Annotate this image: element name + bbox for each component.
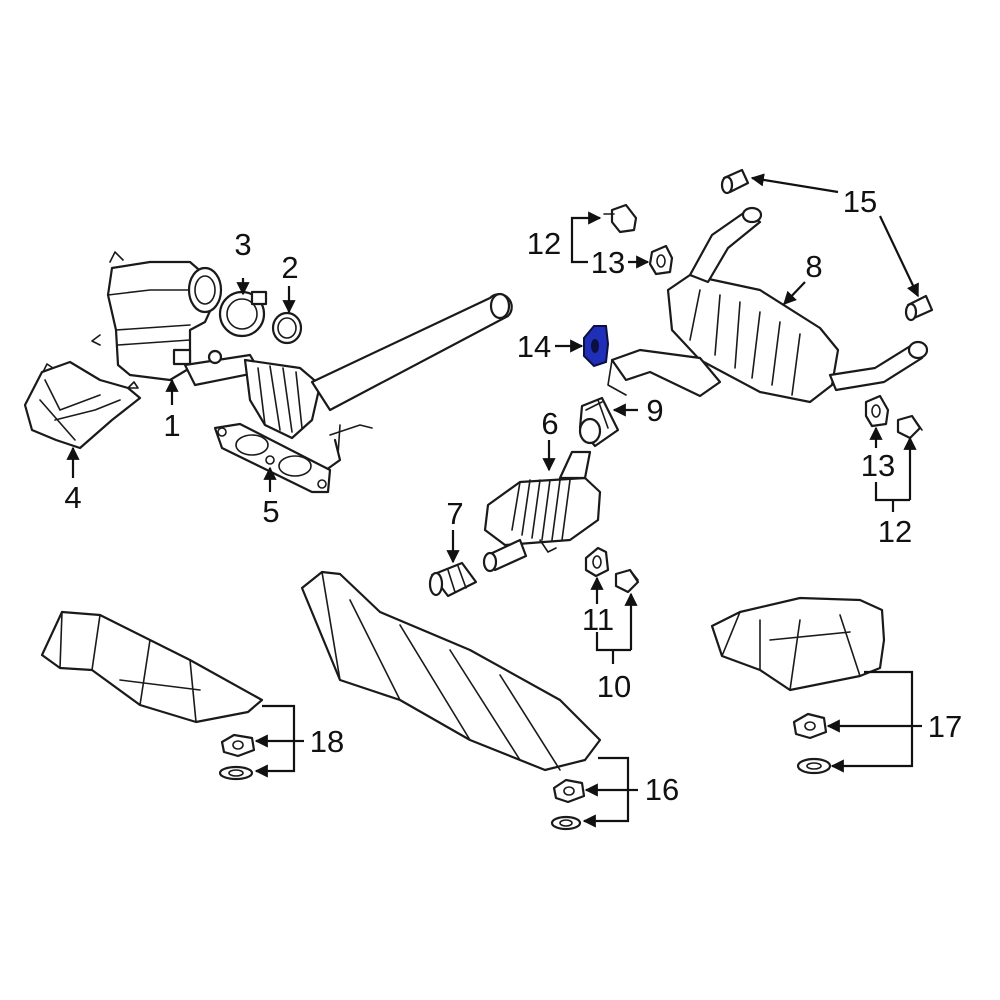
callout-3: 3: [234, 227, 251, 262]
part-2-gasket[interactable]: [271, 311, 303, 345]
part-4-heat-shield[interactable]: [23, 360, 142, 450]
part-17-rear-heat-shield[interactable]: [710, 596, 886, 692]
part-14-insulator-highlighted[interactable]: [583, 325, 610, 368]
part-8-rear-muffler[interactable]: [607, 206, 929, 404]
callout-12-right: 12: [878, 514, 912, 549]
part-13-insulator-top[interactable]: [648, 244, 674, 276]
callout-14: 14: [517, 329, 551, 364]
part-17-nut[interactable]: [792, 712, 828, 740]
callout-18: 18: [310, 724, 344, 759]
callout-15: 15: [843, 184, 877, 219]
callout-9: 9: [646, 393, 663, 428]
part-18-front-heat-shield[interactable]: [40, 610, 264, 724]
callout-8: 8: [805, 249, 822, 284]
part-12-bracket-right[interactable]: [896, 414, 923, 440]
callout-16: 16: [645, 772, 679, 807]
part-16-nut[interactable]: [552, 778, 586, 804]
part-9-connector-pipe[interactable]: [578, 396, 620, 448]
part-18-nut[interactable]: [220, 733, 256, 758]
part-6-center-muffler[interactable]: [482, 450, 602, 573]
part-16-washer[interactable]: [550, 815, 582, 831]
part-12-bracket-top[interactable]: [603, 203, 638, 234]
callout-12-top: 12: [527, 226, 561, 261]
part-18-washer[interactable]: [218, 765, 254, 781]
part-5-flange-gasket[interactable]: [213, 422, 332, 494]
callout-6: 6: [541, 406, 558, 441]
callout-13-right: 13: [861, 448, 895, 483]
part-11-insulator[interactable]: [584, 546, 610, 578]
callout-4: 4: [64, 480, 81, 515]
callout-10: 10: [597, 669, 631, 704]
callout-17: 17: [928, 709, 962, 744]
part-13-insulator-right[interactable]: [864, 394, 890, 428]
callout-2: 2: [281, 250, 298, 285]
part-17-washer[interactable]: [796, 757, 832, 775]
callout-labels: 1 2 3 4 5 6 7 8 9 10 11 12 12 13 13 14 1…: [64, 184, 962, 807]
callout-7: 7: [446, 496, 463, 531]
part-15-exhaust-tips[interactable]: [720, 168, 934, 322]
part-1-catalytic-converter[interactable]: [91, 251, 513, 472]
callout-11: 11: [582, 602, 614, 637]
callout-13-top: 13: [591, 245, 625, 280]
leader-lines: [66, 173, 922, 828]
part-3-clamp[interactable]: [218, 290, 268, 338]
part-7-clamp-sleeve[interactable]: [428, 561, 478, 598]
callout-5: 5: [262, 494, 279, 529]
callout-1: 1: [163, 408, 180, 443]
part-10-bracket[interactable]: [614, 568, 640, 594]
part-16-center-heat-shield[interactable]: [300, 570, 602, 772]
